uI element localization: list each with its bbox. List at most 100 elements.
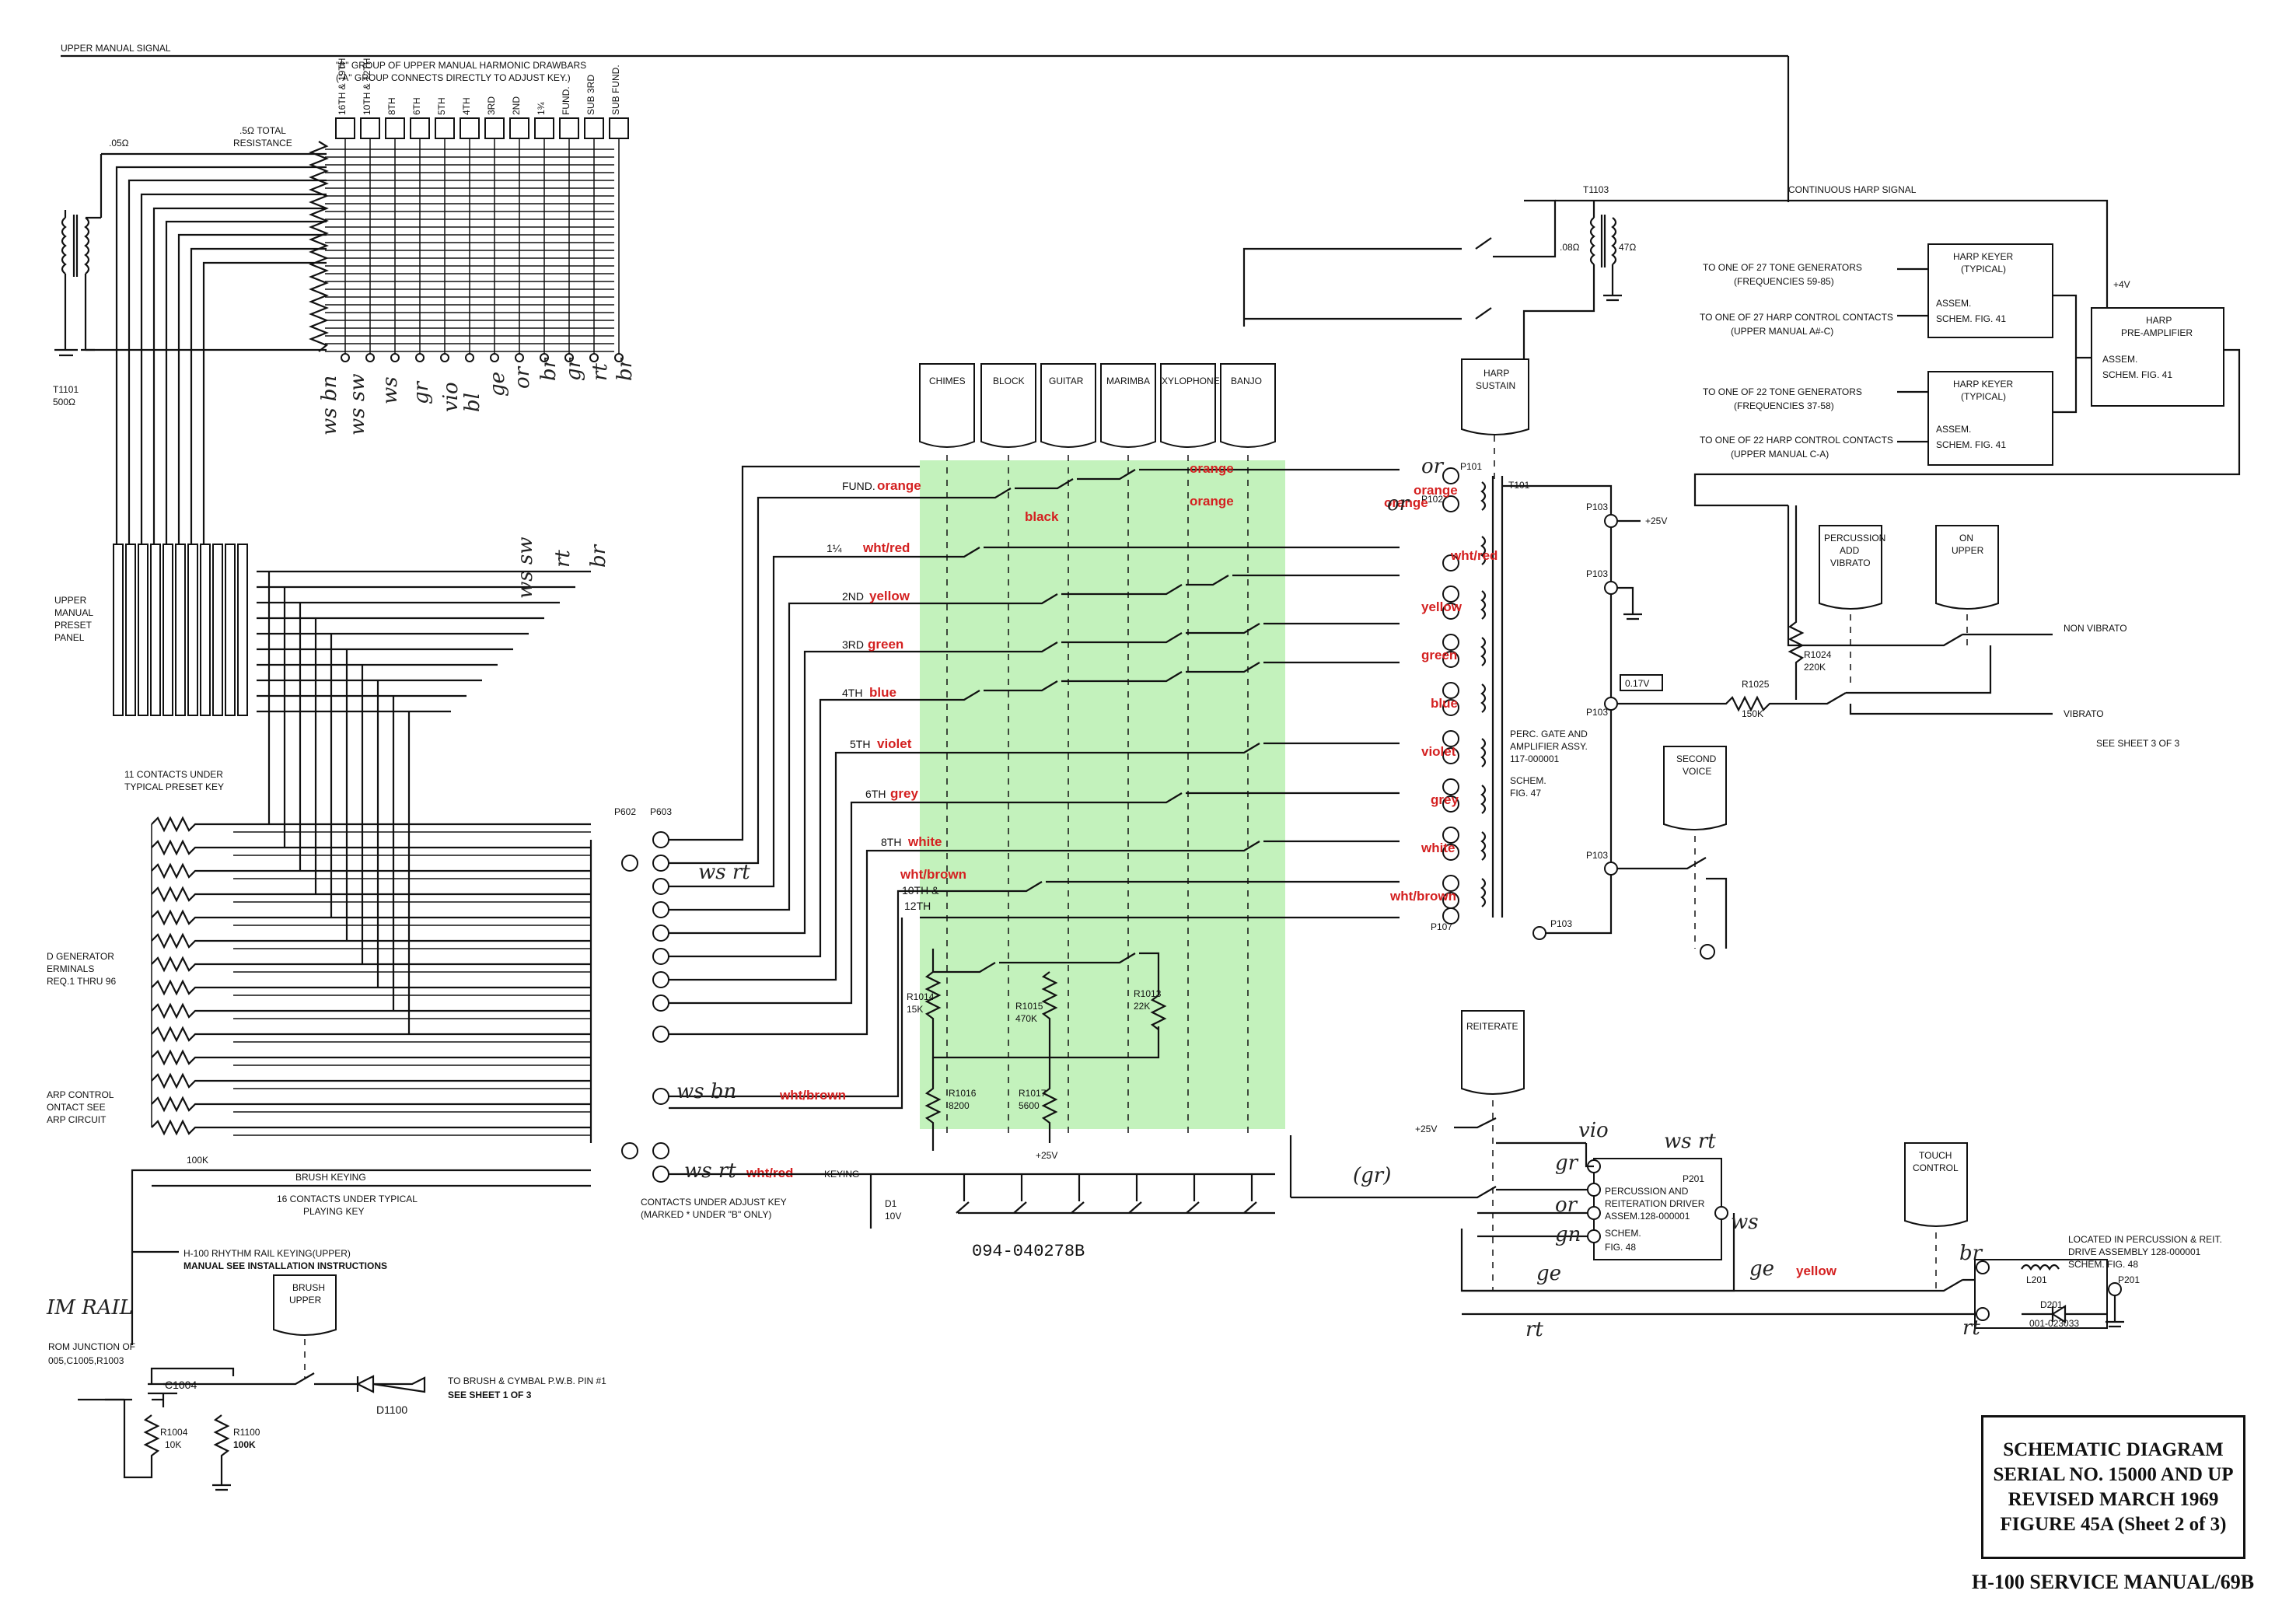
second-voice-label: SECOND xyxy=(1676,753,1717,764)
non-vibrato-label: NON VIBRATO xyxy=(2064,623,2127,634)
harp-keyer-input: TO ONE OF 22 HARP CONTROL CONTACTS xyxy=(1700,435,1893,446)
footage-label: 10TH & xyxy=(902,884,939,897)
hand-note: rt xyxy=(589,363,612,381)
hand-note: ws xyxy=(379,376,402,404)
d1-label: D1 xyxy=(885,1198,897,1209)
top-color-label: orange xyxy=(1190,494,1234,509)
p101-label: P101 xyxy=(1460,461,1482,472)
from-label-2: 005,C1005,R1003 xyxy=(48,1355,124,1366)
preset-label-4: PANEL xyxy=(54,632,85,643)
reiteration-label: PERCUSSION AND xyxy=(1605,1186,1689,1197)
r1100v-label: 100K xyxy=(233,1439,256,1450)
r1016v-label: 8200 xyxy=(949,1100,970,1111)
p103-label-4: P103 xyxy=(1586,850,1608,861)
brush-keying-bus xyxy=(152,1169,591,1187)
perc-vibrato-label: PERCUSSION xyxy=(1824,533,1885,544)
harp-sustain-label-2: SUSTAIN xyxy=(1476,380,1515,391)
r1015-label: R1015 xyxy=(1015,1001,1043,1012)
r100k-label: 100K xyxy=(187,1155,208,1166)
on-upper-label: UPPER xyxy=(1952,545,1984,556)
perc-gate-label: 117-000001 xyxy=(1510,753,1559,764)
footage-color-label: white xyxy=(907,834,942,849)
p603-terminals xyxy=(621,831,669,1183)
located-label: SCHEM. FIG. 48 xyxy=(2068,1259,2138,1270)
footage-feed-wires xyxy=(669,465,920,1098)
drawbar-label: FUND. xyxy=(561,86,571,115)
wht-red-label: wht/red xyxy=(746,1166,793,1180)
hand-note: vio xyxy=(439,382,463,412)
harp-keyer-input: TO ONE OF 27 TONE GENERATORS xyxy=(1703,262,1862,273)
from-label-1: ROM JUNCTION OF xyxy=(48,1341,135,1352)
v017-label: 0.17V xyxy=(1625,678,1649,689)
gen-label-3: REQ.1 THRU 96 xyxy=(47,976,116,987)
black-label: black xyxy=(1025,509,1059,524)
total-resistance-label-1: .5Ω TOTAL xyxy=(239,125,286,136)
harp-keyer-1 xyxy=(1927,243,2053,338)
hand-note: or xyxy=(511,365,534,389)
right-color-label: orange xyxy=(1414,483,1458,498)
preset-label-1: UPPER xyxy=(54,595,87,606)
d201v-label: 001-023033 xyxy=(2029,1318,2079,1329)
transformer-label-2: 500Ω xyxy=(53,397,75,407)
harp-keyer-title: (TYPICAL) xyxy=(1961,391,2006,402)
located-label: DRIVE ASSEMBLY 128-000001 xyxy=(2068,1246,2201,1257)
footage-label: 1¼ xyxy=(826,542,842,554)
arp-label-2: ONTACT SEE xyxy=(47,1102,106,1113)
r1013v-label: 22K xyxy=(1134,1001,1150,1012)
hand-note: ws xyxy=(1731,1211,1759,1234)
hand-note: or xyxy=(1387,492,1410,516)
hand-note: gr xyxy=(562,357,585,381)
yellow-label: yellow xyxy=(1796,1264,1837,1278)
right-color-label: green xyxy=(1421,648,1457,662)
hand-note: gn xyxy=(1555,1223,1581,1246)
harp-sustain-tab xyxy=(1461,358,1529,435)
footage-color-label: yellow xyxy=(869,589,910,603)
footage-switch-rows xyxy=(920,468,1400,919)
hand-note: or xyxy=(1421,455,1445,478)
perc-vibrato-tab xyxy=(1819,525,1882,610)
wht-brown-wire xyxy=(669,918,903,1110)
voice-tabs xyxy=(919,363,1276,448)
hand-note: ws bn xyxy=(676,1080,736,1103)
touch-control-label: CONTROL xyxy=(1913,1162,1959,1173)
voice-tab-label: XYLOPHONE xyxy=(1162,376,1220,386)
right-color-label: wht/brown xyxy=(1389,889,1456,904)
plus25-center-label: +25V xyxy=(1036,1150,1057,1161)
to-brush-label-1: TO BRUSH & CYMBAL P.W.B. PIN #1 xyxy=(448,1376,606,1386)
keying-switches xyxy=(956,1201,1257,1214)
footage-color-label: green xyxy=(868,637,903,652)
footage-label: 6TH xyxy=(865,788,886,800)
r1015v-label: 470K xyxy=(1015,1013,1037,1024)
drawbar-group-label-2: ("A" GROUP CONNECTS DIRECTLY TO ADJUST K… xyxy=(336,72,571,83)
reiterate-label: REITERATE xyxy=(1466,1021,1518,1032)
matrix-terminals xyxy=(341,353,624,362)
contacts-label-2: TYPICAL PRESET KEY xyxy=(124,781,224,792)
t1103-label: T1103 xyxy=(1583,184,1609,195)
hand-note: ws rt xyxy=(698,861,750,884)
r1024-label: R1024 xyxy=(1804,649,1832,660)
preset-label-3: PRESET xyxy=(54,620,93,631)
r1004v-label: 10K xyxy=(165,1439,181,1450)
tab-actuator-lines xyxy=(946,455,1249,1135)
harp-keyer-title: HARP KEYER xyxy=(1953,251,2013,262)
perc-vibrato-label: VIBRATO xyxy=(1830,558,1871,568)
hand-note: br xyxy=(537,357,561,381)
preset-contact-bus xyxy=(257,570,591,1034)
footage-color-label: orange xyxy=(877,478,921,493)
p102-label: P102 xyxy=(1421,494,1443,505)
hand-note: gr xyxy=(410,380,433,404)
harp-preamp-v4: +4V xyxy=(2113,279,2130,290)
located-label: LOCATED IN PERCUSSION & REIT. xyxy=(2068,1234,2222,1245)
hand-note: ws rt xyxy=(1664,1130,1716,1153)
r1017v-label: 5600 xyxy=(1019,1100,1040,1111)
d1100-label: D1100 xyxy=(376,1403,407,1416)
harp-preamp-line: ASSEM. xyxy=(2102,354,2137,365)
reiterate-tab xyxy=(1461,1010,1525,1095)
wht-brown-label: wht/brown xyxy=(779,1088,846,1103)
plus25-p103-label: +25V xyxy=(1645,516,1667,526)
r1017-label: R1017 xyxy=(1019,1088,1047,1099)
r1014-label: R1014 xyxy=(907,991,935,1002)
p103-label-5: P103 xyxy=(1550,918,1572,929)
harp-preamp xyxy=(2091,307,2224,407)
